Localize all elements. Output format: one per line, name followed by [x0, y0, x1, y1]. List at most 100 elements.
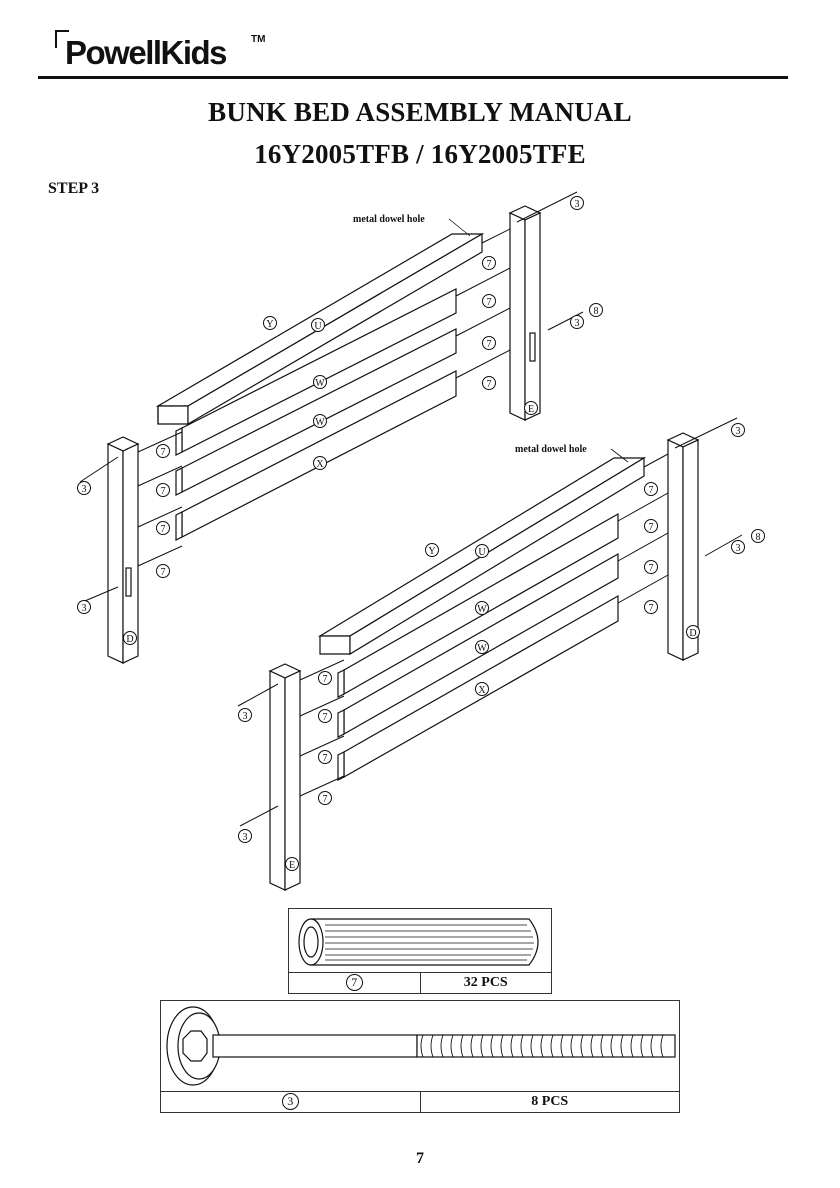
tag-bolt-3: 3: [238, 829, 252, 843]
logo-text: PowellKids: [65, 34, 228, 71]
page-number: 7: [416, 1150, 424, 1167]
svg-text:W: W: [315, 378, 325, 389]
svg-text:7: 7: [323, 753, 328, 764]
tag-bolt-3: 3: [238, 708, 252, 722]
svg-text:3: 3: [575, 318, 580, 329]
tag-bolt-3: 3: [570, 196, 584, 210]
tag-dowel-7: 7: [156, 521, 170, 535]
post-d-top: [106, 436, 140, 664]
svg-text:7: 7: [161, 447, 166, 458]
tag-rail-y: Y: [425, 543, 439, 557]
tag-dowel-7: 7: [644, 560, 658, 574]
tag-rail-y: Y: [263, 316, 277, 330]
tag-rail-u: U: [311, 318, 325, 332]
tag-rail-x: X: [313, 456, 327, 470]
tag-bolt-3: 3: [77, 481, 91, 495]
parts-table-bolt: 3 8 PCS: [160, 1000, 680, 1113]
parts-table-dowel: 7 32 PCS: [288, 908, 552, 994]
tag-bolt-3: 3: [77, 600, 91, 614]
tag-dowel-7: 7: [644, 482, 658, 496]
tag-dowel-7: 7: [318, 671, 332, 685]
svg-text:Y: Y: [428, 546, 435, 557]
svg-text:E: E: [528, 404, 534, 415]
part-qty-bolt: 8 PCS: [531, 1094, 569, 1109]
svg-text:7: 7: [649, 563, 654, 574]
svg-text:U: U: [478, 547, 486, 558]
tag-rail-w: W: [313, 375, 327, 389]
tag-bolt-3: 3: [731, 423, 745, 437]
tag-rail-w: W: [313, 414, 327, 428]
svg-text:W: W: [477, 643, 487, 654]
callout-metal-dowel-hole-bottom: metal dowel hole: [515, 444, 587, 455]
tag-dowel-7: 7: [156, 483, 170, 497]
svg-text:8: 8: [594, 306, 599, 317]
svg-text:7: 7: [323, 674, 328, 685]
svg-text:7: 7: [161, 524, 166, 535]
svg-text:3: 3: [575, 199, 580, 210]
tag-dowel-7: 7: [156, 564, 170, 578]
svg-text:7: 7: [487, 259, 492, 270]
tag-rail-w: W: [475, 601, 489, 615]
svg-text:U: U: [314, 321, 322, 332]
tag-dowel-7: 7: [482, 336, 496, 350]
svg-text:7: 7: [161, 486, 166, 497]
tag-bolt-3: 3: [731, 540, 745, 554]
svg-text:7: 7: [161, 567, 166, 578]
svg-text:X: X: [316, 459, 324, 470]
tag-post-d: D: [686, 625, 700, 639]
part-qty-dowel: 32 PCS: [463, 975, 508, 990]
svg-text:3: 3: [243, 832, 248, 843]
svg-text:3: 3: [82, 484, 87, 495]
svg-text:7: 7: [323, 712, 328, 723]
dowel-illustration: [289, 909, 551, 975]
tag-dowel-7: 7: [482, 256, 496, 270]
svg-text:7: 7: [487, 379, 492, 390]
tag-post-e: E: [285, 857, 299, 871]
tag-dowel-7: 7: [482, 294, 496, 308]
svg-text:W: W: [477, 604, 487, 615]
svg-text:X: X: [478, 685, 486, 696]
bolt-illustration: [161, 1001, 679, 1093]
part-id-dowel: 7: [345, 974, 363, 992]
step-label: STEP 3: [48, 180, 100, 197]
page-title: BUNK BED ASSEMBLY MANUAL: [208, 97, 632, 127]
svg-text:7: 7: [649, 485, 654, 496]
tag-rail-u: U: [475, 544, 489, 558]
tag-dowel-7: 7: [644, 600, 658, 614]
brand-logo: PowellKids TM: [55, 30, 275, 75]
logo-corner-mark: [55, 30, 69, 48]
assembly-diagram: metal dowel hole: [77, 191, 765, 891]
svg-text:D: D: [126, 634, 133, 645]
tag-rail-w: W: [475, 640, 489, 654]
tag-rail-x: X: [475, 682, 489, 696]
top-end-assembly: metal dowel hole: [79, 191, 584, 664]
svg-text:8: 8: [756, 532, 761, 543]
tag-post-d: D: [123, 631, 137, 645]
post-e-bottom: [268, 663, 302, 891]
header-rule: [38, 76, 788, 79]
bottom-end-assembly: metal dowel hole: [237, 417, 743, 891]
part-id-bolt: 3: [281, 1093, 299, 1111]
svg-text:3: 3: [82, 603, 87, 614]
tag-washer-8: 8: [751, 529, 765, 543]
svg-text:7: 7: [649, 603, 654, 614]
tag-dowel-7: 7: [482, 376, 496, 390]
post-e-top: [508, 205, 542, 421]
svg-text:7: 7: [649, 522, 654, 533]
tag-bolt-3: 3: [570, 315, 584, 329]
svg-text:3: 3: [736, 543, 741, 554]
svg-text:Y: Y: [266, 319, 273, 330]
callout-metal-dowel-hole-top: metal dowel hole: [353, 214, 425, 225]
tag-dowel-7: 7: [318, 791, 332, 805]
svg-text:7: 7: [487, 339, 492, 350]
logo-trademark: TM: [251, 34, 266, 45]
svg-text:3: 3: [736, 426, 741, 437]
svg-text:D: D: [689, 628, 696, 639]
svg-text:7: 7: [323, 794, 328, 805]
tag-dowel-7: 7: [156, 444, 170, 458]
svg-text:W: W: [315, 417, 325, 428]
model-number: 16Y2005TFB / 16Y2005TFE: [254, 139, 586, 169]
svg-text:7: 7: [487, 297, 492, 308]
tag-dowel-7: 7: [318, 709, 332, 723]
tag-post-e: E: [524, 401, 538, 415]
